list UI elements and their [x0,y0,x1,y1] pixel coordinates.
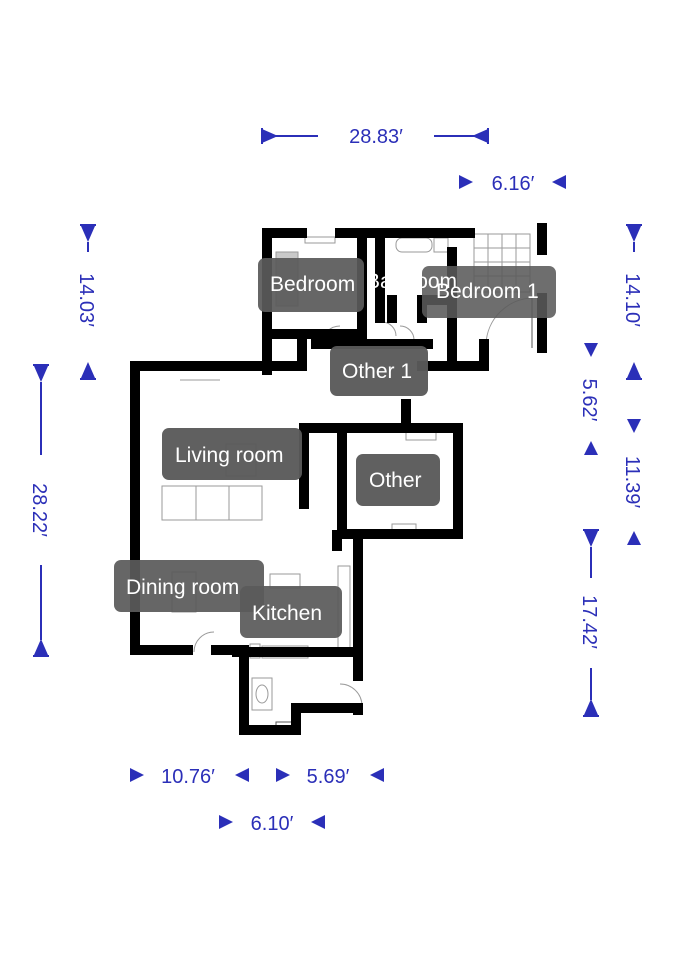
door-swing-icon [399,325,415,341]
dimension-lines: 28.83′ 6.16′ 14.03′ 28.22′ [28,126,643,835]
dimension-right-lower: 17.42′ [578,529,600,717]
dimension-label: 17.42′ [578,595,600,649]
dimension-left-overall: 28.22′ [28,364,50,657]
room-label-other[interactable]: Other [356,454,440,506]
dimension-label: 10.76′ [161,766,215,788]
room-label-living-room[interactable]: Living room [162,428,302,480]
sofa-icon [161,485,263,521]
room-labels: Bedroom Bedroom 1 Bathroom Other 1 Livin… [114,258,556,638]
dimension-left-upper: 14.03′ [75,224,97,380]
room-label-dining-room[interactable]: Dining room [114,560,264,612]
room-name: Dining room [126,576,239,599]
room-label-bedroom-1[interactable]: Bedroom 1 [422,266,556,318]
dimension-label: 6.10′ [251,813,294,835]
dimension-label: 14.10′ [621,273,643,327]
dimension-right-mid-inner: 5.62′ [578,343,600,455]
bathtub-icon [395,237,433,253]
dimension-top-right: 6.16′ [459,173,566,195]
room-name: Bathroom [366,270,457,293]
dimension-bottom-lower: 6.10′ [219,813,325,835]
dimension-label: 5.69′ [307,766,350,788]
room-label-other-1[interactable]: Other 1 [330,346,428,396]
room-label-bathroom[interactable]: Bathroom [366,270,457,293]
dimension-label: 14.03′ [75,273,97,327]
room-name: Living room [175,444,284,467]
dimension-label: 5.62′ [578,379,600,422]
sink-icon [433,237,449,253]
room-label-bedroom[interactable]: Bedroom [258,258,364,312]
door-swing-icon [193,631,215,653]
room-name: Other [369,469,422,492]
door-swing-icon [339,683,363,707]
dimension-bottom-left: 10.76′ [130,766,249,788]
dimension-label: 6.16′ [492,173,535,195]
dimension-right-mid-outer: 11.39′ [621,419,643,545]
door-swing-icon [381,321,397,337]
dimension-label: 28.83′ [349,126,403,148]
room-name: Bedroom [270,273,355,296]
room-label-kitchen[interactable]: Kitchen [240,586,342,638]
walls [130,223,547,735]
dimension-top-overall: 28.83′ [261,126,489,148]
washer-icon [251,677,273,711]
room-name: Other 1 [342,360,412,383]
desk-icon [405,431,437,441]
dimension-label: 28.22′ [28,483,50,537]
room-name: Kitchen [252,602,322,625]
dimension-right-upper: 14.10′ [621,224,643,380]
room-name: Bedroom 1 [436,280,539,303]
dimension-bottom-mid: 5.69′ [276,766,384,788]
dimension-label: 11.39′ [621,456,643,509]
